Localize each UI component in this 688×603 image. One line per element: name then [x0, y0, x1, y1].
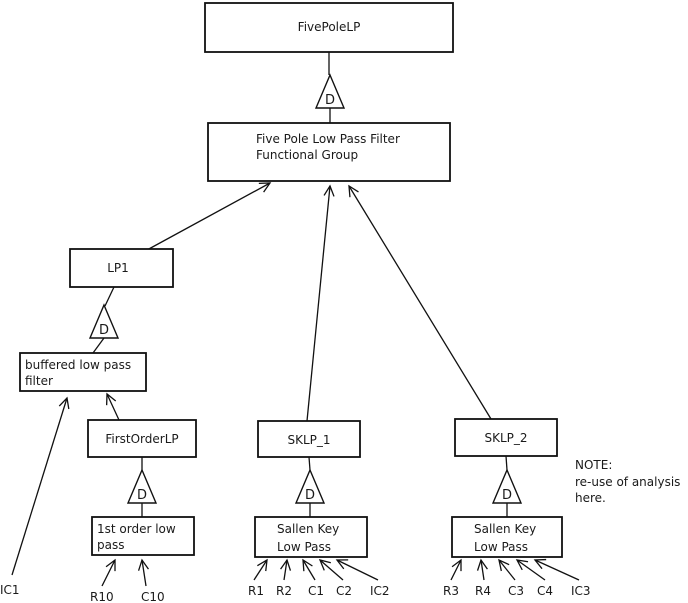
node-sklp2	[454, 418, 558, 457]
arrow-sklp2-to-functional-group	[348, 184, 492, 420]
decomposition-triangle-sklp2	[491, 468, 523, 504]
component-label-c2: C2	[336, 584, 352, 598]
arrow-sklp1-to-functional-group	[306, 184, 335, 422]
decomposition-triangle-root	[314, 73, 346, 109]
node-functional-group-label-line1: Five Pole Low Pass Filter	[256, 132, 400, 146]
arrow-firstorderlp-to-buffered	[106, 392, 120, 421]
decomposition-triangle-lp1	[88, 303, 120, 339]
arrow-r1	[253, 558, 268, 581]
node-functional-group	[207, 122, 451, 182]
decomposition-label: D	[502, 488, 512, 503]
node-firstorderlp-label: FirstOrderLP	[105, 432, 178, 446]
arrow-c4	[515, 559, 546, 581]
component-label-c1: C1	[308, 584, 324, 598]
node-sallen-key-low-pass-2	[451, 516, 563, 558]
node-sallen2-label-line1: Sallen Key	[474, 522, 536, 536]
node-buffered-low-pass-filter	[19, 352, 147, 392]
node-lp1	[69, 248, 174, 288]
node-1storder-label-line2: pass	[97, 538, 124, 552]
arrow-r2	[280, 558, 292, 581]
edge-triangle-to-buffered	[92, 337, 105, 354]
arrow-c2	[318, 559, 344, 581]
note-line1: NOTE:	[575, 458, 612, 472]
edge-sklp2-to-triangle	[505, 455, 508, 471]
note-line2: re-use of analysis	[575, 475, 680, 489]
arrow-ic3	[533, 558, 580, 581]
node-1storder-label-line1: 1st order low	[97, 522, 176, 536]
decomposition-label: D	[99, 323, 109, 338]
node-sallen1-label-line1: Sallen Key	[277, 522, 339, 536]
node-sallen1-label-line2: Low Pass	[277, 540, 331, 554]
arrow-r3	[450, 558, 462, 581]
arrow-r10	[101, 558, 116, 587]
decomposition-triangle-sklp1	[294, 468, 326, 504]
note-line3: here.	[575, 491, 606, 505]
edge-sklp1-to-triangle	[308, 456, 311, 471]
node-sallen-key-low-pass-1	[254, 516, 368, 558]
node-buffered-label-line1: buffered low pass	[25, 358, 131, 372]
node-fivepolelp	[204, 2, 454, 53]
component-label-ic3: IC3	[571, 584, 591, 598]
component-label-c10: C10	[141, 590, 165, 603]
arrow-r4	[476, 558, 488, 581]
node-sklp1	[257, 420, 361, 458]
component-label-r3: R3	[443, 584, 459, 598]
component-label-ic2: IC2	[370, 584, 390, 598]
component-label-c4: C4	[537, 584, 553, 598]
component-label-r1: R1	[248, 584, 264, 598]
arrow-c1	[302, 558, 316, 581]
node-functional-group-label-line2: Functional Group	[256, 148, 358, 162]
node-1st-order-low-pass	[91, 516, 195, 556]
component-label-r4: R4	[475, 584, 491, 598]
component-label-ic1: IC1	[0, 583, 20, 597]
node-firstorderlp	[87, 419, 197, 458]
node-fivepolelp-label: FivePoleLP	[298, 20, 361, 34]
arrow-c3	[498, 558, 516, 581]
node-buffered-label-line2: filter	[25, 374, 53, 388]
node-sklp2-label: SKLP_2	[484, 431, 527, 445]
component-label-c3: C3	[508, 584, 524, 598]
decomposition-triangle-firstorderlp	[126, 468, 158, 504]
arrow-ic1-to-buffered	[11, 396, 70, 576]
decomposition-label: D	[305, 488, 315, 503]
node-lp1-label: LP1	[107, 261, 129, 275]
node-sklp1-label: SKLP_1	[287, 433, 330, 447]
node-sallen2-label-line2: Low Pass	[474, 540, 528, 554]
component-label-r10: R10	[90, 590, 114, 603]
arrow-lp1-to-functional-group	[146, 182, 272, 251]
decomposition-label: D	[325, 93, 335, 108]
component-label-r2: R2	[276, 584, 292, 598]
arrow-ic2	[335, 559, 379, 581]
decomposition-label: D	[137, 488, 147, 503]
edge-lp1-to-triangle	[104, 286, 115, 307]
arrow-c10	[137, 558, 149, 587]
